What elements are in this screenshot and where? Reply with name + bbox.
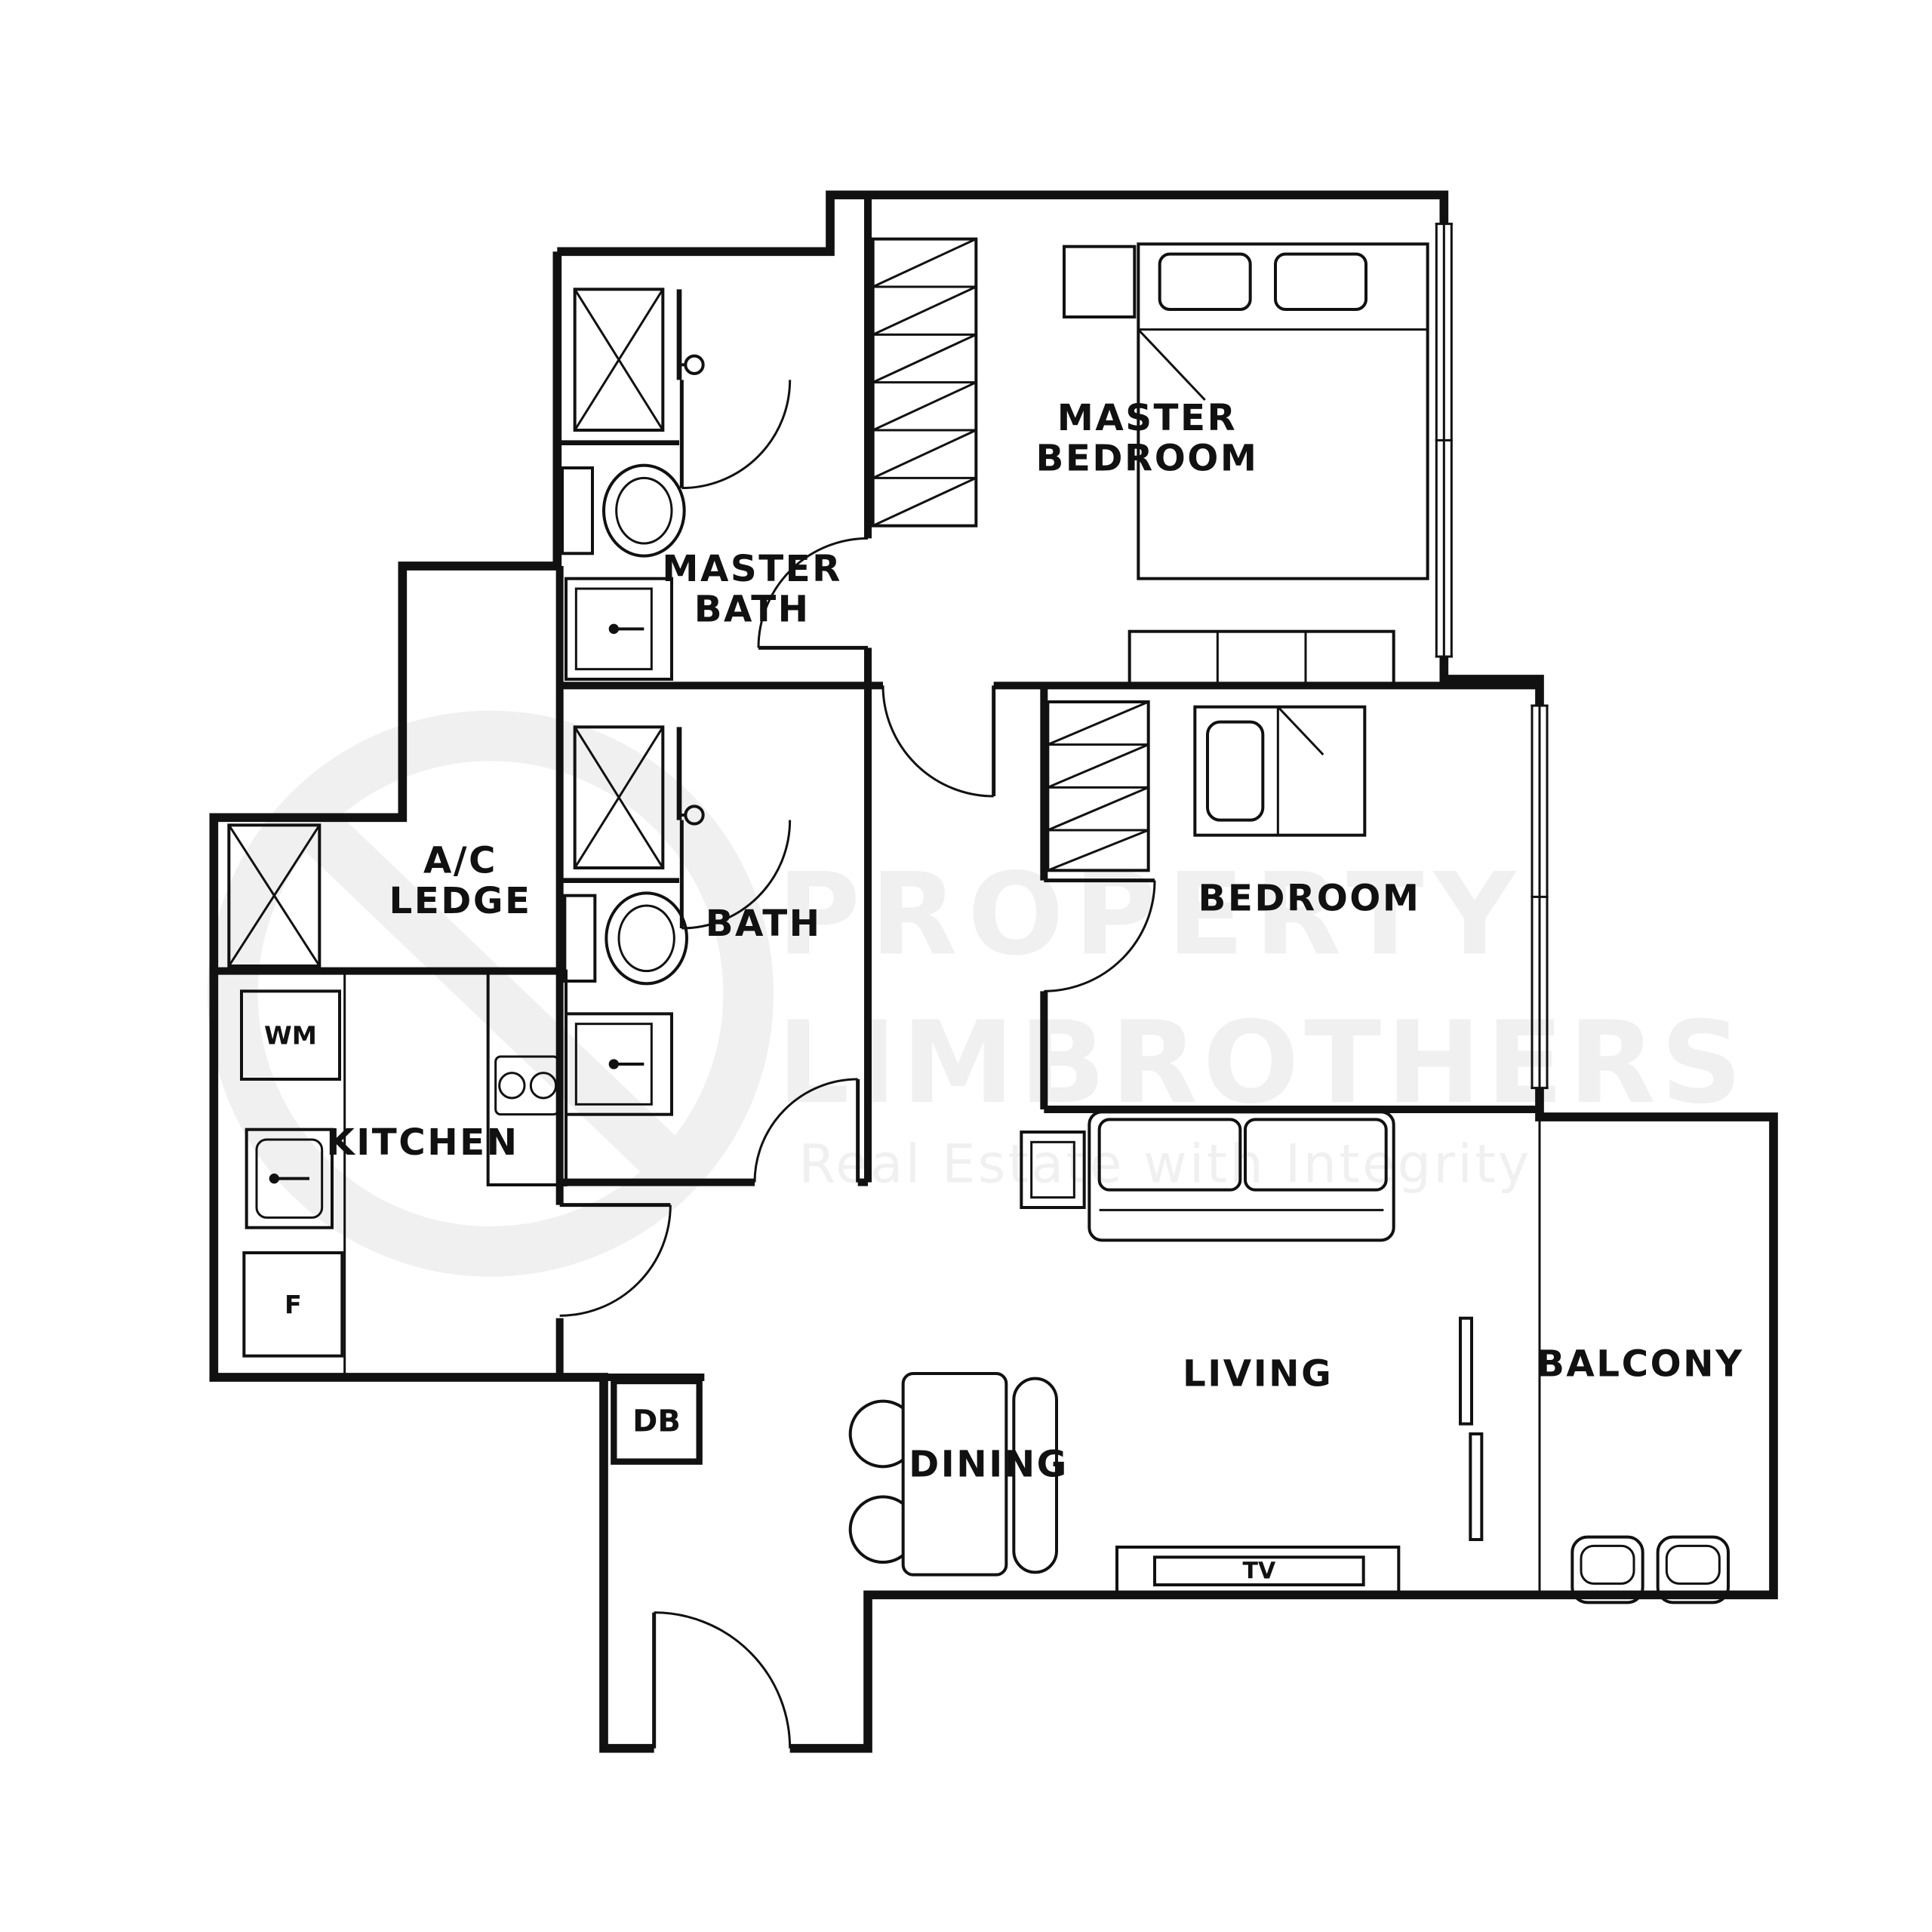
side-table-icon [1020,1131,1086,1209]
dining-bench-icon [1012,1377,1058,1574]
living-furniture [1020,1110,1484,1597]
label-kitchen: KITCHEN [326,1121,518,1164]
label-fridge: F [285,1290,302,1319]
kitchen-fixtures [240,969,568,1374]
wardrobe-icon [871,237,978,528]
nightstand-icon [1063,245,1137,319]
label-ac-ledge-line1: A/C [423,840,497,882]
dresser-icon [1128,629,1395,686]
label-balcony: BALCONY [1537,1343,1744,1385]
shower-head-icon [679,354,705,376]
dining-furniture [848,1372,1058,1577]
label-master-bedroom-line1: MASTER [1057,397,1238,439]
toilet-icon [561,463,686,558]
balcony-chair-icon [1656,1535,1730,1604]
label-master-bedroom-line2: BEDROOM [1036,437,1259,479]
label-master-bath-line1: MASTER [662,548,842,590]
watermark: PROPERTY LIMBROTHERS Real Estate with In… [208,710,1743,1277]
label-bedroom: BEDROOM [1198,878,1421,920]
washing-machine-icon [240,989,341,1081]
balcony-chair-icon [1571,1535,1644,1604]
shower-screens [557,289,682,883]
tv-console [1115,1546,1401,1597]
master-bedroom-furniture [871,237,1429,686]
shower-tray-icon [573,288,665,432]
wardrobe-icon [1046,700,1150,872]
label-ac-ledge-line2: LEDGE [389,880,531,922]
label-bath: BATH [706,903,822,945]
outer-walls [209,190,1778,1753]
cooktop-icon [486,969,568,1187]
sliding-door-panels [1459,1316,1484,1541]
bedroom-window [1531,704,1549,1090]
label-dining: DINING [909,1444,1069,1486]
distribution-board [611,1377,703,1465]
label-distribution-board: DB [632,1404,681,1439]
master-bath-fixtures [561,288,705,681]
ac-unit-icon [227,823,321,968]
label-living: LIVING [1183,1353,1333,1395]
fridge-icon [242,1251,344,1358]
double-bed-icon [1137,242,1429,580]
bedroom-furniture [1046,700,1367,872]
label-washing-machine: WM [264,1020,317,1050]
vanity-sink-icon [565,577,673,681]
kitchen-sink-icon [245,1128,334,1229]
label-master-bath-line2: BATH [694,588,811,630]
shower-tray-icon [573,725,665,869]
label-tv: TV [1242,1558,1275,1585]
toilet-icon [563,891,689,986]
single-bed-icon [1193,705,1367,837]
master-bedroom-window [1435,223,1453,658]
dining-table-icon [901,1372,1008,1577]
sofa-icon [1088,1110,1395,1242]
shower-head-icon [679,804,705,826]
balcony-furniture [1571,1535,1730,1604]
watermark-tagline: Real Estate with Integrity [798,1134,1531,1195]
doors [559,380,1156,1749]
